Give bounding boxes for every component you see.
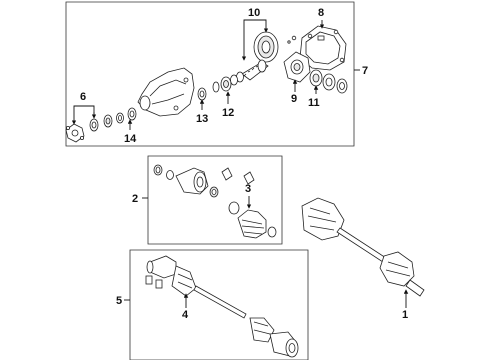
callout-14: 14 [124, 133, 137, 145]
side-bearing[interactable] [309, 69, 323, 87]
ring-gear[interactable] [253, 31, 279, 63]
pinion-spacer[interactable] [230, 71, 244, 86]
axle-shaft-group [129, 249, 309, 360]
callout-5: 5 [116, 295, 122, 307]
callout-12: 12 [222, 107, 234, 119]
cv-boot-kit-group [147, 155, 283, 245]
cv-boot[interactable] [237, 209, 267, 239]
boot-clamp[interactable] [153, 164, 163, 176]
callout-1: 1 [402, 309, 408, 321]
grease-tube-2[interactable] [243, 171, 255, 185]
boot-band[interactable] [267, 226, 277, 238]
cover-bolt[interactable] [287, 40, 291, 44]
tripod-joint[interactable] [209, 186, 219, 198]
callout-4: 4 [182, 309, 189, 321]
callout-6-leader [73, 105, 95, 118]
axle-shaft-bar[interactable] [193, 285, 247, 319]
callout-10-leader [243, 19, 267, 24]
inner-boot[interactable] [171, 265, 197, 297]
pinion-bearing[interactable] [220, 76, 232, 92]
grease-tube[interactable] [221, 167, 233, 181]
callout-7: 7 [362, 65, 368, 77]
front-seal[interactable] [127, 107, 137, 121]
small-parts[interactable] [145, 275, 163, 289]
cover-bolt[interactable] [291, 35, 297, 41]
callout-13: 13 [196, 113, 208, 125]
side-seal-outer[interactable] [336, 78, 348, 94]
side-seal[interactable] [322, 73, 336, 91]
carrier-bearing[interactable] [197, 87, 207, 101]
snap-ring[interactable] [166, 170, 174, 180]
callout-11: 11 [308, 97, 320, 109]
differential-case[interactable] [283, 51, 311, 83]
boot-clamp-2[interactable] [228, 201, 240, 215]
axle-shaft-outline [129, 249, 309, 360]
shim[interactable] [212, 81, 220, 93]
flange-yoke[interactable] [65, 123, 85, 143]
front-bearing[interactable] [103, 114, 113, 128]
cv-boot-kit-outline [147, 155, 283, 245]
complete-axle-shaft[interactable] [301, 197, 425, 297]
differential-group [65, 1, 355, 147]
callout-10: 10 [248, 7, 260, 19]
outer-boot[interactable] [249, 317, 275, 343]
callout-9: 9 [291, 93, 297, 105]
front-washer[interactable] [116, 112, 124, 124]
callout-6: 6 [80, 91, 86, 103]
pinion-gear[interactable] [241, 59, 269, 81]
inner-cv-joint[interactable] [146, 255, 177, 279]
callout-8: 8 [318, 7, 324, 19]
callout-2: 2 [132, 193, 138, 205]
outer-cv-joint[interactable] [269, 331, 299, 358]
differential-carrier[interactable] [137, 67, 195, 117]
differential-group-outline [65, 1, 355, 147]
inner-joint-housing[interactable] [175, 167, 209, 195]
companion-flange[interactable] [89, 118, 99, 132]
callout-3: 3 [245, 183, 251, 195]
